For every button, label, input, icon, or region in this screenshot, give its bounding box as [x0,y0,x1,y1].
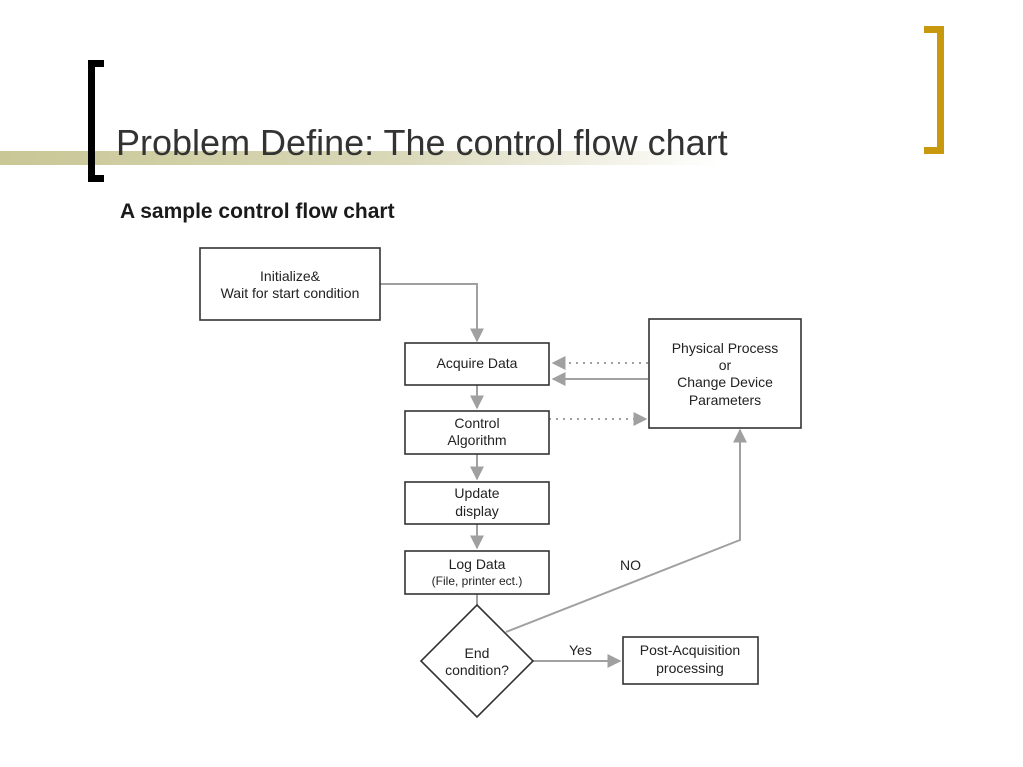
node-initialize [199,247,381,321]
left-bracket-decoration [88,60,104,182]
control-label-line2: Algorithm [447,432,506,448]
node-post-acquisition [622,636,759,685]
update-label-line2: display [455,503,499,519]
post-label-line1: Post-Acquisition [640,642,740,658]
physical-label-line4: Parameters [689,392,761,408]
log-label: Log Data [449,556,506,572]
node-physical-process [648,318,802,429]
node-acquire-data [404,342,550,386]
acquire-label: Acquire Data [437,355,518,371]
edge-label-no: NO [620,557,641,573]
physical-label-line1: Physical Process [672,340,779,356]
update-label-line1: Update [454,485,499,501]
physical-label-line2: or [719,357,732,373]
node-control-algorithm [404,410,550,455]
physical-label-line3: Change Device [677,374,773,390]
edge-label-yes: Yes [569,642,592,658]
initialize-label-line1: Initialize& [260,268,321,284]
title-accent-bar [0,151,720,165]
node-end-condition [419,603,535,719]
end-label-line1: End [465,645,490,661]
node-log-data [404,550,550,595]
initialize-label-line2: Wait for start condition [221,285,360,301]
slide-title: Problem Define: The control flow chart [116,122,728,163]
end-label-line2: condition? [445,662,509,678]
log-sublabel: (File, printer ect.) [432,574,523,588]
post-label-line2: processing [656,660,724,676]
edge-end-no-to-physical [505,428,747,633]
control-label-line1: Control [454,415,499,431]
edge-init-to-acquire [380,283,484,343]
node-update-display [404,481,550,525]
right-bracket-decoration [924,26,944,154]
slide-subtitle: A sample control flow chart [120,200,395,223]
